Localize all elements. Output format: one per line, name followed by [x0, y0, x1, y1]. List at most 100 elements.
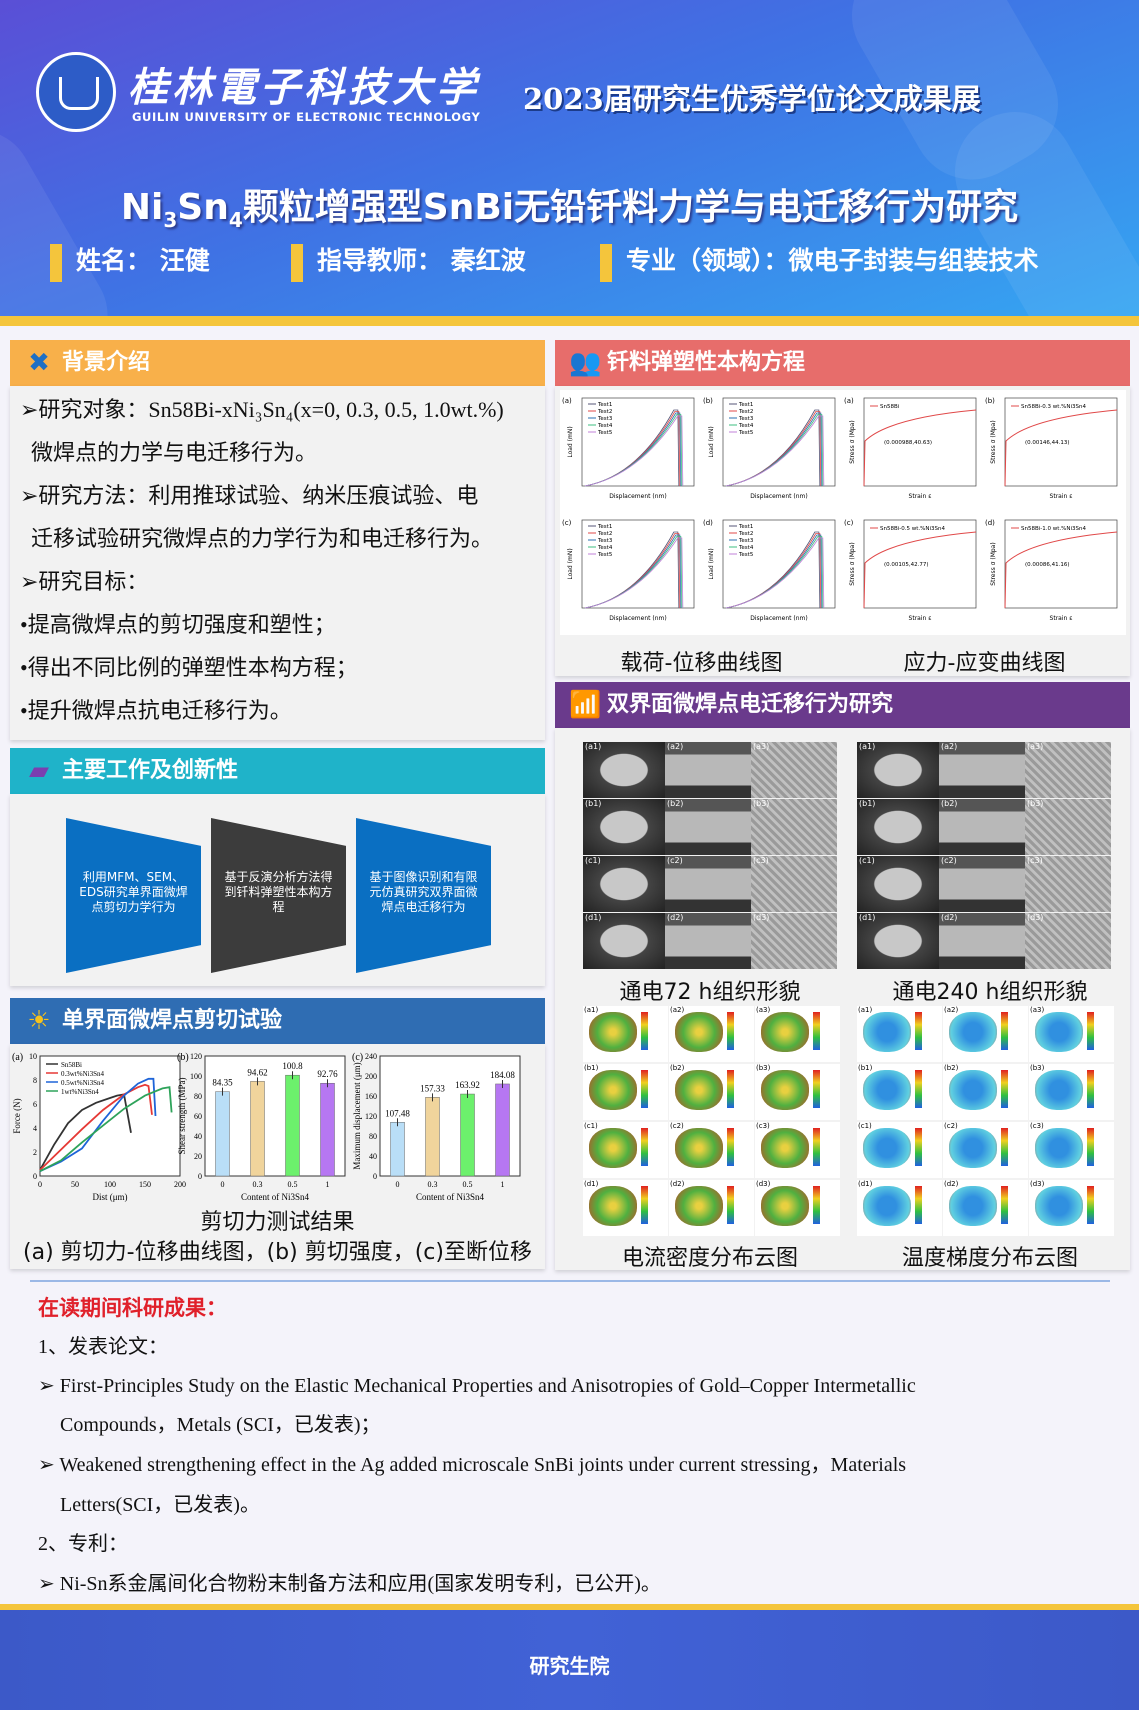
yield-point-label: (0.00105,42.77): [884, 562, 929, 568]
legend-label: Sn58Bi: [61, 1061, 82, 1069]
legend-label: Test2: [597, 531, 612, 537]
contour-shape: [761, 1070, 809, 1110]
yield-point-label: (0.00086,41.16): [1025, 562, 1070, 568]
image-tag: (a1): [585, 742, 602, 751]
contour-image: (a3): [755, 1006, 840, 1062]
color-legend: [813, 1186, 820, 1224]
color-legend: [915, 1012, 922, 1050]
color-legend: [915, 1128, 922, 1166]
paper-1: ➢ First-Principles Study on the Elastic …: [38, 1375, 916, 1397]
sem-image: (a1): [583, 742, 665, 798]
sem-image: (b1): [857, 799, 939, 855]
bar: [250, 1081, 265, 1177]
contour-shape: [949, 1186, 997, 1226]
section-title: 钎料弹塑性本构方程: [607, 350, 806, 375]
x-tick-label: 50: [71, 1180, 79, 1189]
contour-image: (d1): [857, 1180, 942, 1236]
x-axis-label: Displacement (nm): [750, 615, 807, 622]
y-axis-label: Load (mN): [708, 426, 715, 457]
contour-image: (c1): [857, 1122, 942, 1178]
y-tick-label: 120: [190, 1052, 202, 1061]
contour-image: (d2): [669, 1180, 754, 1236]
image-tag: (c1): [584, 1122, 598, 1130]
y-tick-label: 2: [33, 1148, 37, 1157]
sem-image: (c1): [857, 856, 939, 912]
legend-label: Test5: [738, 552, 754, 558]
image-tag: (b3): [1027, 799, 1044, 808]
image-tag: (b1): [858, 1064, 873, 1072]
label-current-density: 电流密度分布云图: [621, 1246, 798, 1271]
legend-label: Test1: [597, 524, 612, 530]
bar: [285, 1074, 300, 1177]
color-legend: [641, 1128, 648, 1166]
data-label: 163.92: [455, 1080, 480, 1090]
shear-caption-title: 剪切力测试结果: [200, 1210, 355, 1235]
contour-shape: [863, 1012, 911, 1052]
footer-label: 研究生院: [529, 1654, 610, 1678]
image-tag: (c1): [859, 856, 875, 865]
label-72h: 通电72 h组织形貌: [619, 980, 801, 1005]
poster-header: 桂林電子科技大学 GUILIN UNIVERSITY OF ELECTRONIC…: [0, 0, 1139, 316]
image-tag: (d2): [941, 913, 958, 922]
x-tick-label: 100: [104, 1180, 116, 1189]
contour-image: (b1): [857, 1064, 942, 1120]
poster-title: Ni3Sn4颗粒增强型SnBi无铅钎料力学与电迁移行为研究: [120, 187, 1019, 233]
y-axis-label: Load (mN): [567, 548, 574, 579]
panel-tag: (a): [562, 397, 572, 405]
stress-curve: [863, 531, 977, 609]
exhibition-title: 2023届研究生优秀学位论文成果展: [523, 82, 981, 116]
section-header-main-work: ▰主要工作及创新性: [10, 748, 545, 794]
load-curve: [584, 537, 684, 609]
stress-curve: [1004, 531, 1118, 609]
shear-caption-detail: (a) 剪切力-位移曲线图，(b) 剪切强度，(c)至断位移: [23, 1240, 532, 1265]
sem-image: (d3): [751, 913, 837, 969]
contour-image: (c3): [1029, 1122, 1114, 1178]
plot-frame: [722, 519, 836, 609]
legend-label: Test3: [738, 416, 754, 422]
work-box-1: 利用MFM、SEM、EDS研究单界面微焊点剪切力学行为: [66, 818, 201, 973]
section-title: 背景介绍: [62, 350, 151, 375]
panel-tag: (c): [844, 519, 854, 527]
sem-image: (d3): [1025, 913, 1111, 969]
section-title: 单界面微焊点剪切试验: [62, 1008, 283, 1033]
section-header-constitutive: 👥钎料弹塑性本构方程: [555, 340, 1130, 386]
image-tag: (a3): [756, 1006, 771, 1014]
x-axis-label: Content of Ni3Sn4: [241, 1192, 310, 1202]
legend-label: Test5: [597, 430, 613, 436]
x-tick-label: 0: [221, 1180, 225, 1189]
image-tag: (b2): [944, 1064, 959, 1072]
stress-curve: [1004, 409, 1118, 487]
image-tag: (c2): [941, 856, 957, 865]
image-tag: (d3): [753, 913, 770, 922]
background-line: ➢研究目标：: [20, 569, 149, 594]
sun-icon: ☀: [27, 1006, 51, 1036]
bar: [495, 1083, 510, 1177]
x-tick-label: 0.5: [288, 1180, 298, 1189]
contour-image: (d1): [583, 1180, 668, 1236]
bar: [215, 1091, 230, 1177]
sem-image: (a3): [751, 742, 837, 798]
x-axis-label: Content of Ni3Sn4: [416, 1192, 485, 1202]
sem-image: (d1): [583, 913, 665, 969]
contour-shape: [1035, 1070, 1083, 1110]
contour-shape: [863, 1128, 911, 1168]
image-tag: (c1): [585, 856, 601, 865]
background-line: ➢研究对象：Sn58Bi-xNi₃Sn₄(x=0, 0.3, 0.5, 1.0w…: [20, 397, 504, 422]
x-tick-label: 1: [501, 1180, 505, 1189]
background-line: •提高微焊点的剪切强度和塑性；: [20, 612, 336, 637]
data-label: 84.35: [212, 1078, 233, 1088]
image-tag: (a3): [1027, 742, 1044, 751]
image-tag: (b1): [585, 799, 602, 808]
color-legend: [813, 1128, 820, 1166]
label-temperature-gradient: 温度梯度分布云图: [901, 1246, 1078, 1271]
sem-image: (d2): [939, 913, 1025, 969]
current-density-contours: (a1)(a2)(a3)(b1)(b2)(b3)(c1)(c2)(c3)(d1)…: [583, 1006, 841, 1238]
color-legend: [641, 1186, 648, 1224]
load-curve: [725, 537, 825, 609]
panel-tag: (a): [844, 397, 854, 405]
contour-image: (a1): [583, 1006, 668, 1062]
divider-stripe: [0, 316, 1139, 326]
x-axis-label: Displacement (nm): [750, 493, 807, 500]
image-tag: (b3): [1030, 1064, 1045, 1072]
image-tag: (a2): [670, 1006, 685, 1014]
